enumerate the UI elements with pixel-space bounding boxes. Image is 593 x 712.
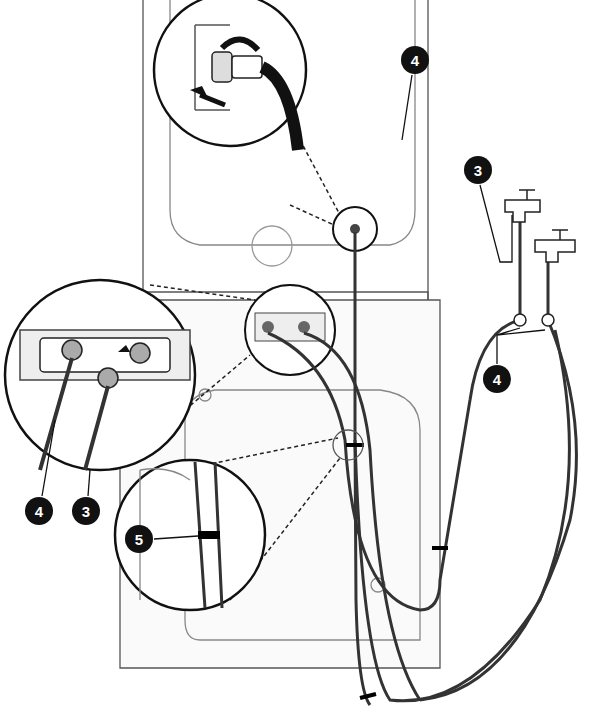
callout-number: 4: [483, 365, 511, 393]
callout-number: 3: [72, 497, 100, 525]
callout-number: 3: [464, 156, 492, 184]
callout-number: 4: [401, 46, 429, 74]
callout-number: 4: [25, 497, 53, 525]
callout-number: 5: [125, 525, 153, 553]
